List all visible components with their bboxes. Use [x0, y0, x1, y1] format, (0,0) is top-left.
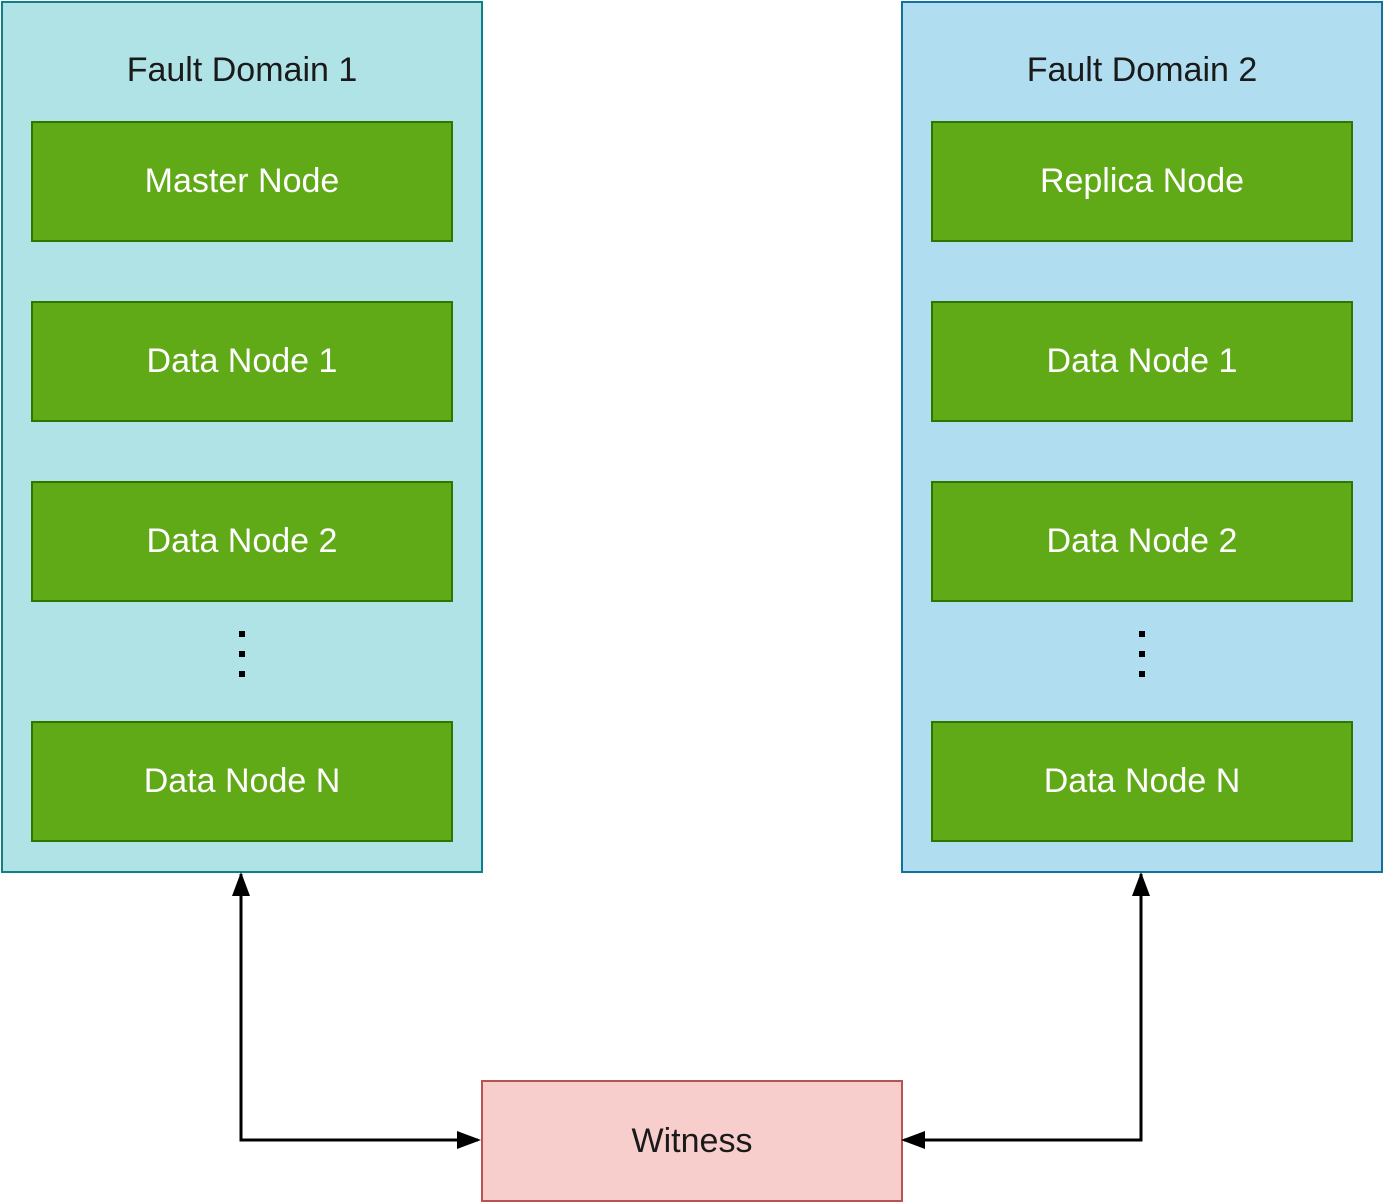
- arrowhead-left-witness: [901, 1131, 925, 1149]
- arrowhead-up-left: [232, 872, 250, 896]
- master-node: Master Node: [31, 121, 453, 242]
- replica-node: Replica Node: [931, 121, 1353, 242]
- arrowhead-right-witness: [457, 1131, 481, 1149]
- data-node-n: Data Node N: [31, 721, 453, 842]
- data-node-2: Data Node 2: [931, 481, 1353, 602]
- witness-node: Witness: [481, 1080, 903, 1202]
- data-node-2: Data Node 2: [31, 481, 453, 602]
- ellipsis-vertical-icon: [903, 631, 1381, 691]
- connector-domain2-witness: [904, 874, 1143, 1142]
- arrowhead-up-right: [1132, 872, 1150, 896]
- ellipsis-vertical-icon: [3, 631, 481, 691]
- fault-domain-1-title: Fault Domain 1: [126, 51, 358, 89]
- data-node-n: Data Node N: [931, 721, 1353, 842]
- data-node-1: Data Node 1: [31, 301, 453, 422]
- connector-domain1-witness: [239, 874, 478, 1142]
- fault-domain-1: Fault Domain 1 Master Node Data Node 1 D…: [1, 1, 483, 873]
- fault-domain-2: Fault Domain 2 Replica Node Data Node 1 …: [901, 1, 1383, 873]
- data-node-1: Data Node 1: [931, 301, 1353, 422]
- fault-domain-2-title: Fault Domain 2: [1026, 51, 1258, 89]
